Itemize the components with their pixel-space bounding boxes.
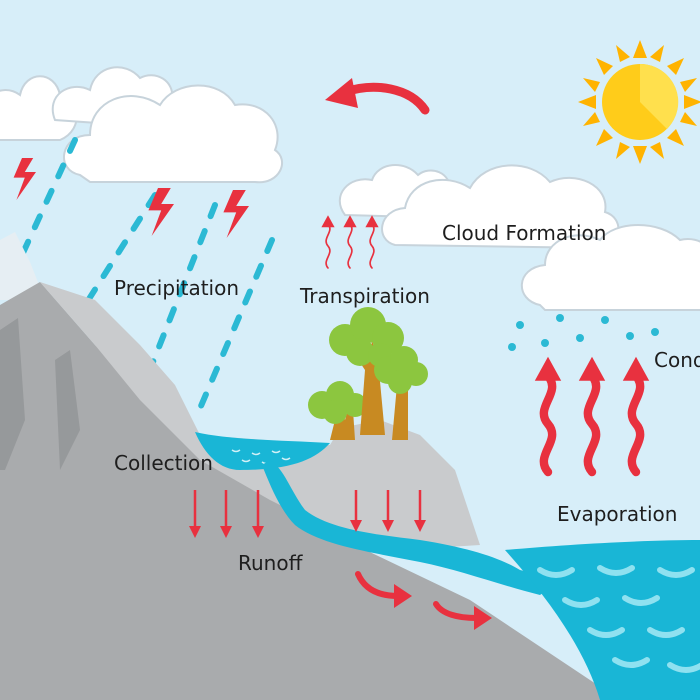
ocean-waves	[537, 565, 700, 673]
snowy-peak	[0, 232, 45, 300]
transpiration-arrows	[321, 215, 379, 269]
label-evaporation: Evaporation	[557, 502, 678, 526]
mountain-shading	[0, 318, 80, 470]
label-transpiration: Transpiration	[300, 284, 430, 308]
ocean	[505, 540, 700, 700]
curved-arrow-icon	[325, 78, 430, 115]
label-cloud-formation: Cloud Formation	[442, 221, 607, 245]
cloud-formation-clouds	[338, 163, 700, 311]
label-condensation: Cond	[654, 348, 700, 372]
wavy-arrow-icon	[534, 356, 650, 472]
label-runoff: Runoff	[238, 551, 303, 575]
label-collection: Collection	[114, 451, 213, 475]
mountain	[0, 282, 620, 700]
condensation-droplets	[508, 314, 659, 351]
runoff-arrows	[189, 490, 426, 538]
tree-icon	[308, 307, 428, 440]
collection-lake	[195, 432, 330, 470]
sun-icon	[578, 40, 700, 164]
cloud-top-left	[0, 66, 284, 184]
runoff-flow-arrows	[355, 571, 492, 630]
label-precipitation: Precipitation	[114, 276, 240, 300]
river	[262, 460, 560, 595]
hillside	[40, 282, 480, 550]
